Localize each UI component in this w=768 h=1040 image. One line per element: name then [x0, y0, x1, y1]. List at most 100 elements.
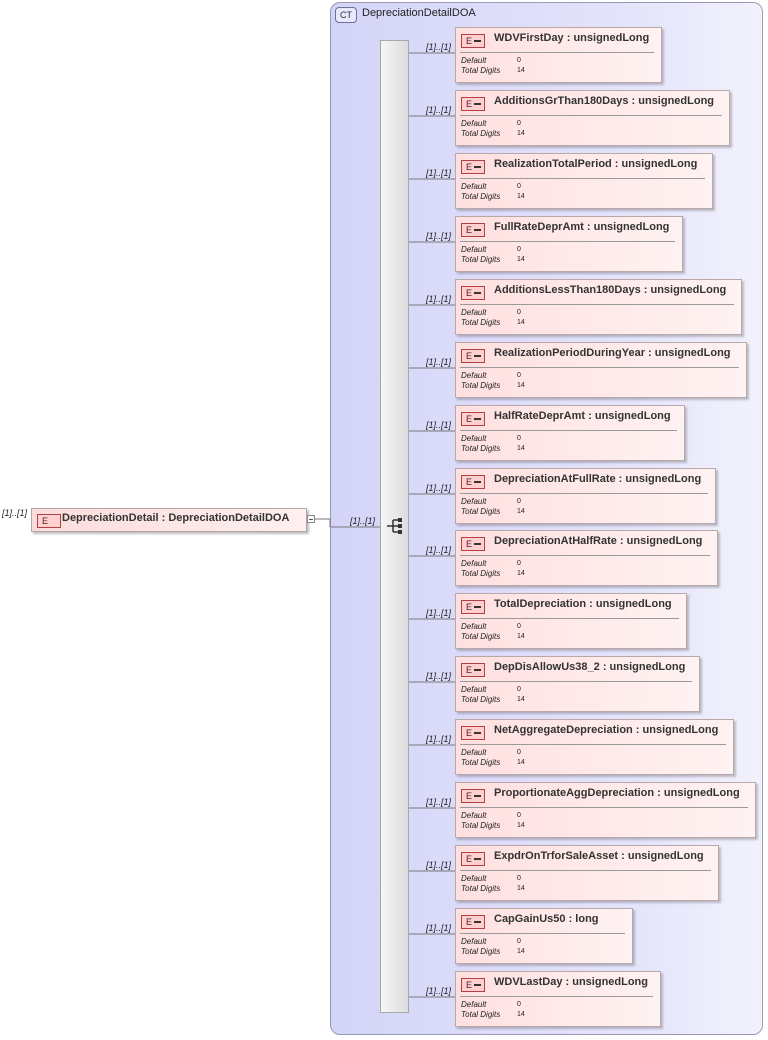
element-name: DepreciationAtHalfRate : unsignedLong	[494, 535, 703, 547]
divider	[460, 681, 692, 682]
property-key-total-digits: Total Digits	[461, 1010, 501, 1019]
element-name: AdditionsLessThan180Days : unsignedLong	[494, 284, 727, 296]
property-key-total-digits: Total Digits	[461, 318, 501, 327]
element-icon: E	[461, 160, 485, 174]
element-cardinality: [1]..[1]	[426, 105, 452, 115]
divider	[460, 493, 708, 494]
property-value-default: 0	[517, 372, 521, 379]
element-icon: E	[461, 789, 485, 803]
property-key-default: Default	[461, 559, 487, 568]
property-key-total-digits: Total Digits	[461, 695, 501, 704]
element-name: DepDisAllowUs38_2 : unsignedLong	[494, 661, 686, 673]
property-key-total-digits: Total Digits	[461, 66, 501, 75]
divider	[460, 933, 625, 934]
property-key-total-digits: Total Digits	[461, 129, 501, 138]
property-key-default: Default	[461, 497, 487, 506]
property-value-total-digits: 14	[517, 885, 525, 892]
element-icon: E	[461, 223, 485, 237]
element-icon: E	[461, 852, 485, 866]
divider	[460, 430, 677, 431]
element-cardinality: [1]..[1]	[426, 860, 452, 870]
element-cardinality: [1]..[1]	[426, 357, 452, 367]
property-value-default: 0	[517, 686, 521, 693]
divider	[460, 807, 748, 808]
divider	[460, 52, 654, 53]
divider	[460, 115, 722, 116]
property-key-default: Default	[461, 622, 487, 631]
element-box[interactable]: E NetAggregateDepreciation : unsignedLong…	[455, 719, 734, 775]
property-value-default: 0	[517, 246, 521, 253]
element-cardinality: [1]..[1]	[426, 483, 452, 493]
element-icon: E	[461, 34, 485, 48]
element-icon: E	[461, 286, 485, 300]
property-key-total-digits: Total Digits	[461, 947, 501, 956]
property-value-default: 0	[517, 435, 521, 442]
sequence-cardinality: [1]..[1]	[350, 516, 376, 526]
complex-type-badge: CT	[335, 7, 357, 23]
property-key-default: Default	[461, 748, 487, 757]
element-name: FullRateDeprAmt : unsignedLong	[494, 221, 670, 233]
element-name: AdditionsGrThan180Days : unsignedLong	[494, 95, 715, 107]
property-key-default: Default	[461, 937, 487, 946]
property-key-total-digits: Total Digits	[461, 821, 501, 830]
element-icon: E	[461, 97, 485, 111]
element-cardinality: [1]..[1]	[426, 608, 452, 618]
property-key-default: Default	[461, 245, 487, 254]
property-key-default: Default	[461, 811, 487, 820]
element-cardinality: [1]..[1]	[426, 923, 452, 933]
element-icon: E	[461, 537, 485, 551]
property-key-total-digits: Total Digits	[461, 758, 501, 767]
root-element-box[interactable]: E	[31, 508, 307, 532]
element-name: TotalDepreciation : unsignedLong	[494, 598, 672, 610]
property-key-default: Default	[461, 308, 487, 317]
element-box[interactable]: E AdditionsLessThan180Days : unsignedLong…	[455, 279, 742, 335]
element-icon: E	[461, 915, 485, 929]
property-value-default: 0	[517, 120, 521, 127]
property-value-total-digits: 14	[517, 508, 525, 515]
element-name: DepreciationAtFullRate : unsignedLong	[494, 473, 702, 485]
divider	[460, 178, 705, 179]
sequence-icon[interactable]	[385, 516, 405, 536]
property-value-default: 0	[517, 57, 521, 64]
divider	[460, 744, 726, 745]
property-key-default: Default	[461, 685, 487, 694]
element-icon: E	[461, 412, 485, 426]
element-name: NetAggregateDepreciation : unsignedLong	[494, 724, 719, 736]
property-value-total-digits: 14	[517, 319, 525, 326]
property-value-total-digits: 14	[517, 1011, 525, 1018]
element-icon: E	[461, 978, 485, 992]
property-value-total-digits: 14	[517, 696, 525, 703]
element-name: HalfRateDeprAmt : unsignedLong	[494, 410, 671, 422]
property-key-default: Default	[461, 1000, 487, 1009]
property-value-default: 0	[517, 183, 521, 190]
property-value-default: 0	[517, 749, 521, 756]
element-icon: E	[461, 349, 485, 363]
element-icon: E	[461, 726, 485, 740]
element-icon: E	[461, 475, 485, 489]
element-cardinality: [1]..[1]	[426, 986, 452, 996]
collapse-toggle-icon[interactable]	[307, 515, 315, 523]
property-value-default: 0	[517, 1001, 521, 1008]
element-name: CapGainUs50 : long	[494, 913, 599, 925]
divider	[460, 870, 711, 871]
property-key-total-digits: Total Digits	[461, 192, 501, 201]
element-icon: E	[37, 514, 61, 528]
property-value-default: 0	[517, 623, 521, 630]
element-cardinality: [1]..[1]	[426, 42, 452, 52]
property-value-total-digits: 14	[517, 256, 525, 263]
